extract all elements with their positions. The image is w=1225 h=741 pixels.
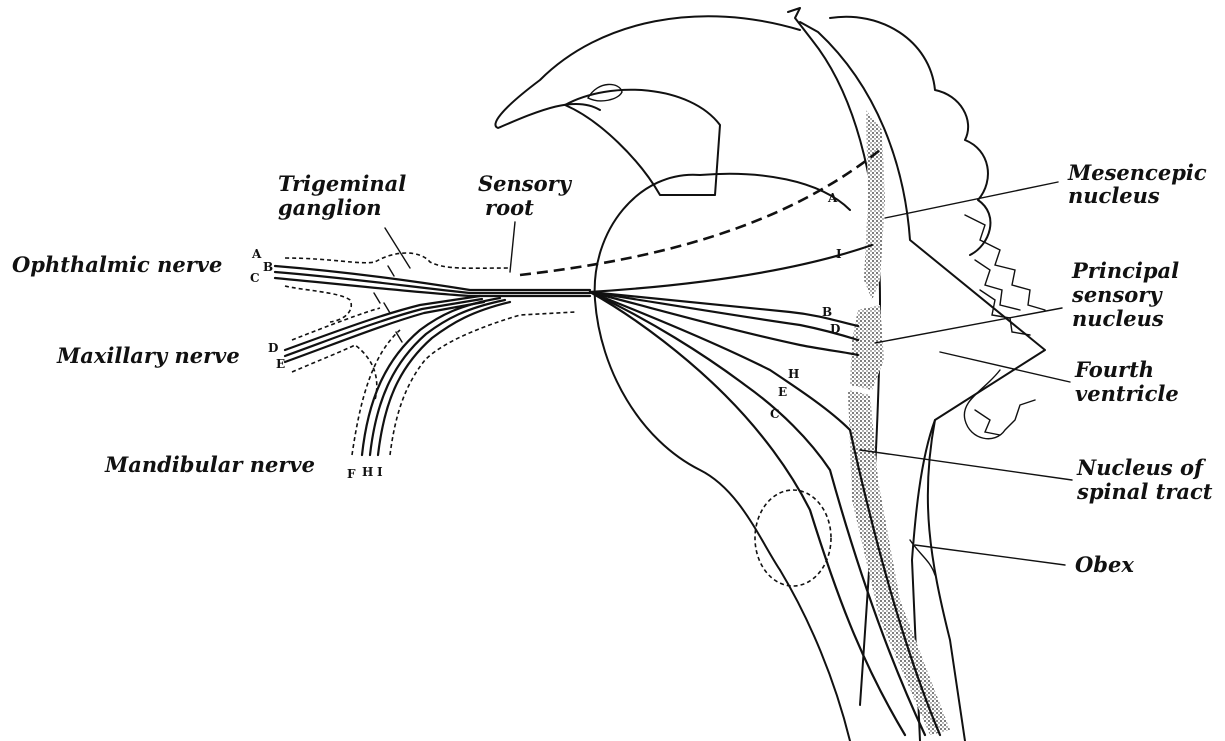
label-principal-line2: sensory bbox=[1071, 282, 1163, 307]
letter-b-left: B bbox=[263, 260, 273, 274]
letter-e-left: E bbox=[276, 357, 285, 371]
letter-a-right: A bbox=[827, 191, 838, 205]
label-mesencephalic-line1: Mesencepic bbox=[1067, 160, 1207, 185]
brainstem-outline bbox=[495, 8, 1045, 741]
label-principal-line3: nucleus bbox=[1072, 306, 1164, 331]
letter-d-right: D bbox=[830, 322, 840, 336]
letter-i-right: I bbox=[836, 247, 842, 261]
label-fourth-ventricle-line2: ventricle bbox=[1075, 381, 1179, 406]
mesencephalic-nucleus bbox=[864, 110, 885, 300]
label-trigeminal-ganglion-line2: ganglion bbox=[278, 195, 381, 220]
letter-f-left: F bbox=[347, 467, 356, 481]
letter-h-left: H bbox=[362, 465, 373, 479]
spinal-tract-nucleus bbox=[848, 390, 950, 735]
label-ophthalmic-nerve: Ophthalmic nerve bbox=[12, 252, 222, 277]
letter-h-right: H bbox=[788, 367, 799, 381]
label-spinal-tract-line1: Nucleus of bbox=[1076, 455, 1207, 480]
cerebellar-folia bbox=[964, 215, 1045, 439]
letter-c-left: C bbox=[250, 271, 260, 285]
label-sensory-root-line1: Sensory bbox=[478, 171, 573, 196]
letter-i-left: I bbox=[377, 465, 383, 479]
letter-c-right: C bbox=[770, 407, 780, 421]
label-trigeminal-ganglion-line1: Trigeminal bbox=[278, 171, 406, 196]
nerve-fibers bbox=[275, 150, 940, 735]
label-fourth-ventricle-line1: Fourth bbox=[1074, 357, 1154, 382]
label-maxillary-nerve: Maxillary nerve bbox=[56, 343, 240, 368]
letter-e-right: E bbox=[778, 385, 787, 399]
label-mandibular-nerve: Mandibular nerve bbox=[104, 452, 315, 477]
letter-a-left: A bbox=[251, 247, 262, 261]
letter-b-right: B bbox=[822, 305, 832, 319]
letter-d-left: D bbox=[268, 341, 278, 355]
label-obex: Obex bbox=[1075, 552, 1134, 577]
label-principal-line1: Principal bbox=[1071, 258, 1179, 283]
label-sensory-root-line2: root bbox=[485, 195, 534, 220]
label-spinal-tract-line2: spinal tract bbox=[1076, 479, 1213, 504]
label-mesencephalic-line2: nucleus bbox=[1068, 183, 1160, 208]
